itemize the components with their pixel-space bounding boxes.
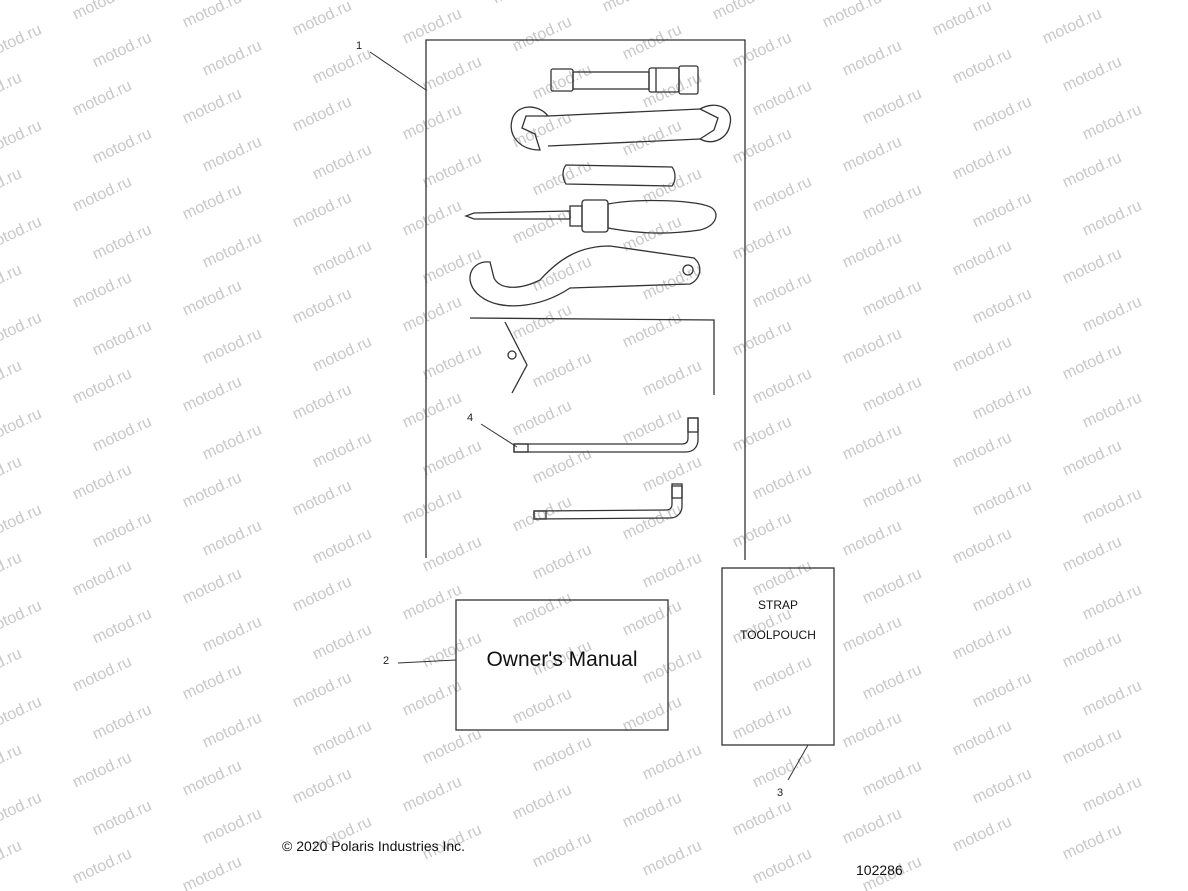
callout-3: 3 (777, 787, 784, 799)
hex-key-short-icon (533, 483, 683, 520)
hex-key-long-icon (513, 417, 699, 453)
socket-bar-icon (550, 65, 699, 95)
screwdriver-icon (464, 199, 717, 234)
hook-spanner-icon (469, 245, 701, 307)
leader-4 (480, 423, 518, 448)
callout-2: 2 (383, 655, 390, 667)
pouch-flap-outline (469, 317, 715, 395)
strap-toolpouch-box (721, 567, 835, 746)
leader-2 (397, 659, 457, 664)
open-end-wrench-icon (510, 104, 732, 151)
handle-grip-icon (562, 164, 676, 187)
leader-3 (787, 744, 809, 781)
callout-4: 4 (467, 412, 474, 424)
part-number: 102286 (856, 862, 903, 878)
owners-manual-box (455, 599, 669, 731)
owners-manual-label: Owner's Manual (486, 648, 638, 671)
callout-1: 1 (356, 40, 363, 52)
copyright-notice: © 2020 Polaris Industries Inc. (282, 838, 466, 854)
leader-1 (369, 51, 427, 91)
tool-pouch-outline (425, 39, 746, 560)
toolpouch-label: TOOLPOUCH (740, 628, 816, 642)
strap-label: STRAP (757, 598, 798, 612)
